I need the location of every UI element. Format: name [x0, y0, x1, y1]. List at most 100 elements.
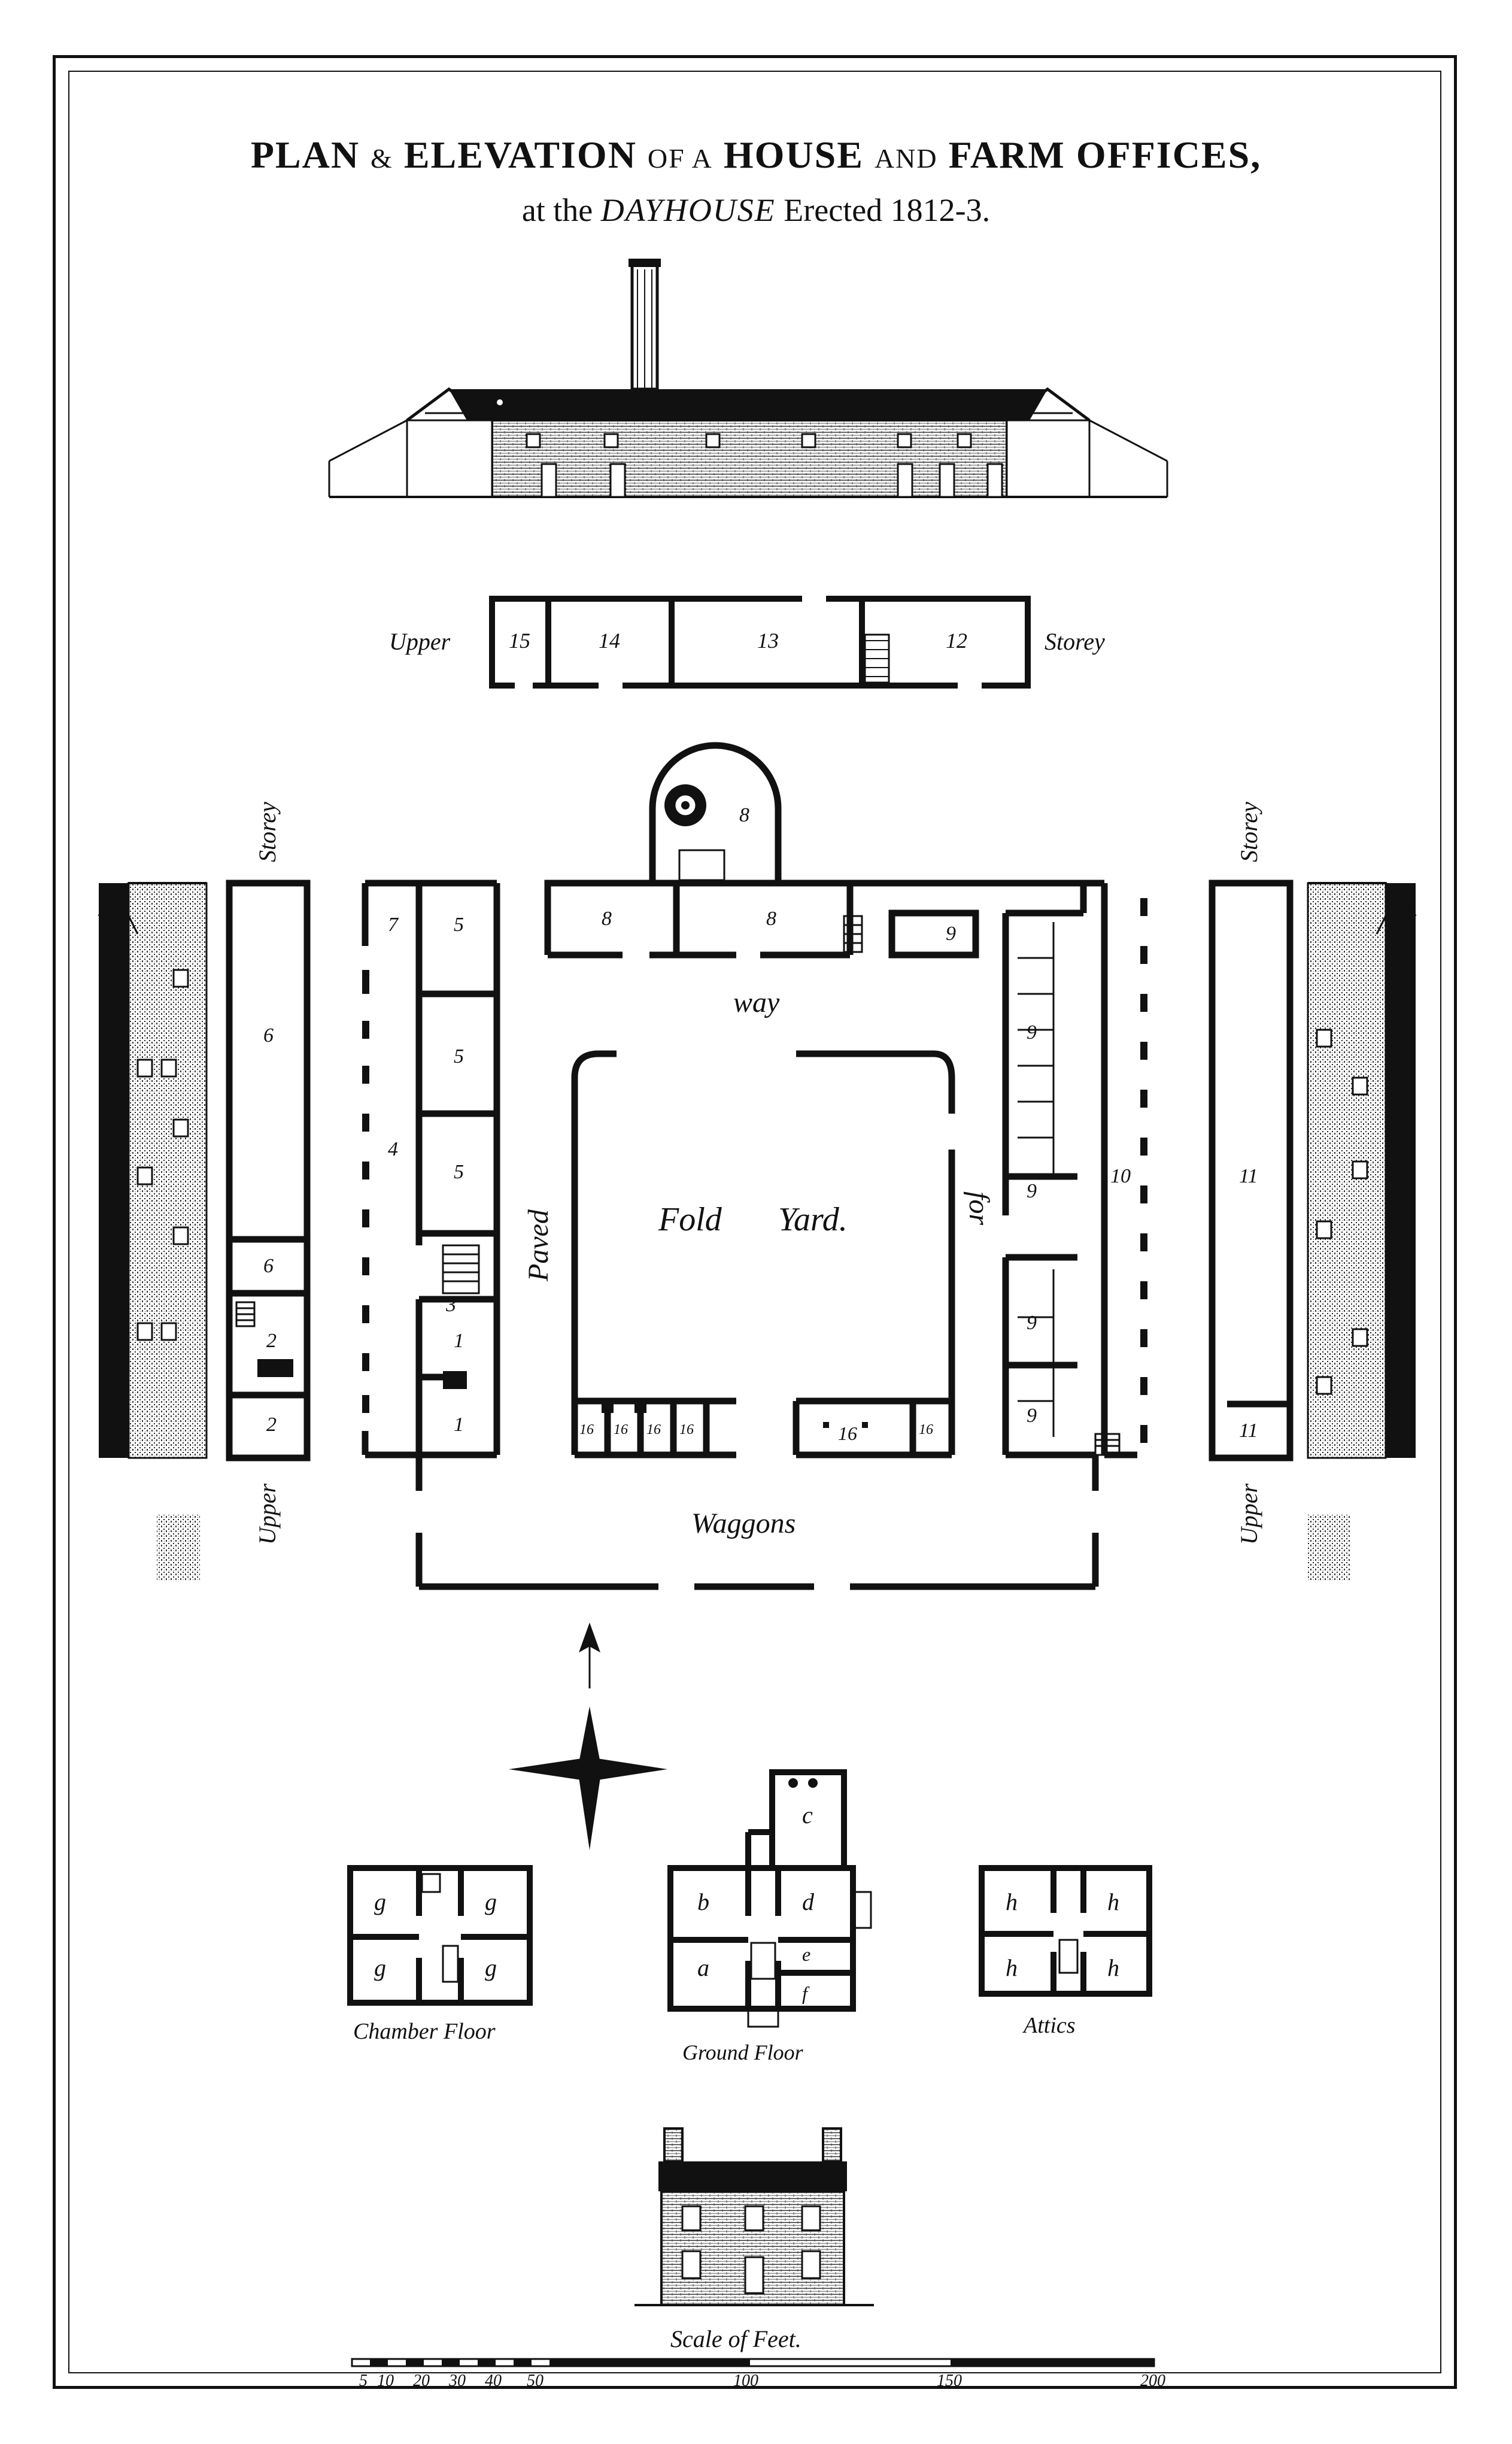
subtitle-place: DAYHOUSE	[600, 192, 776, 228]
scale-tick-50: 50	[527, 2372, 544, 2390]
scale-tick-150: 150	[937, 2372, 962, 2390]
scale-tick-10: 10	[377, 2372, 394, 2390]
title-and: AND	[874, 143, 938, 174]
ground-floor-detail	[788, 1778, 818, 1788]
label-upper-right: Upper	[1235, 1483, 1262, 1545]
upper-storey-windows	[515, 595, 982, 689]
room-9-b: 9	[1027, 1021, 1037, 1044]
upper-label-left: Upper	[389, 628, 451, 655]
room-5-c: 5	[454, 1161, 464, 1183]
room-16-5: 16	[838, 1423, 857, 1444]
room-16-2: 16	[614, 1422, 628, 1438]
room-9-e: 9	[1027, 1405, 1037, 1427]
scale-bar	[351, 2358, 1155, 2367]
ground-room-a: a	[697, 1954, 709, 1981]
left-side-elevation	[98, 882, 208, 1581]
ground-room-e: e	[802, 1943, 810, 1965]
page-subtitle: at the DAYHOUSE Erected 1812-3.	[0, 192, 1512, 229]
title-plan: PLAN	[250, 134, 360, 176]
chamber-floor-plan	[347, 1865, 533, 2006]
room-5-b: 5	[454, 1045, 464, 1068]
label-paved: Paved	[523, 1209, 554, 1282]
room-6-b: 6	[263, 1255, 274, 1277]
label-fold: Fold	[658, 1201, 722, 1238]
room-16-4: 16	[679, 1422, 694, 1438]
inner-border	[68, 71, 1441, 2373]
chamber-room-g-1: g	[374, 1888, 386, 1915]
ground-plan	[226, 742, 1294, 1590]
attics-label: Attics	[1022, 2013, 1076, 2038]
stairs	[235, 915, 1121, 1456]
attic-room-h-2: h	[1107, 1888, 1119, 1915]
label-storey-right: Storey	[1235, 802, 1262, 862]
farm-elevation	[328, 259, 1168, 498]
label-waggons: Waggons	[691, 1508, 796, 1539]
chamber-room-g-4: g	[485, 1954, 497, 1981]
subtitle-suffix: Erected 1812-3.	[784, 192, 991, 228]
room-15: 15	[509, 629, 530, 653]
room-16-1: 16	[579, 1422, 594, 1438]
upper-label-right: Storey	[1045, 628, 1105, 655]
house-elevation	[634, 2127, 874, 2306]
room-8-a: 8	[602, 908, 612, 930]
scale-tick-20: 20	[413, 2372, 430, 2390]
title-of-a: OF A	[647, 143, 713, 174]
room-14: 14	[599, 629, 620, 653]
chamber-floor-label: Chamber Floor	[353, 2019, 496, 2044]
room-1-b: 1	[454, 1414, 464, 1436]
room-16-6: 16	[919, 1422, 933, 1438]
room-11-a: 11	[1239, 1165, 1258, 1187]
ground-room-d: d	[802, 1888, 815, 1915]
scale-tick-200: 200	[1140, 2372, 1165, 2390]
title-elevation: ELEVATION	[403, 134, 637, 176]
ground-room-c: c	[802, 1802, 813, 1829]
title-amp: &	[371, 143, 393, 174]
attic-room-h-4: h	[1107, 1954, 1119, 1981]
room-4: 4	[388, 1138, 398, 1160]
room-8-round: 8	[739, 804, 749, 826]
title-farm-offices: FARM OFFICES,	[948, 134, 1262, 176]
room-10: 10	[1110, 1165, 1131, 1187]
ground-floor-plan	[667, 1769, 872, 2028]
shed-pillars	[362, 898, 1147, 1443]
chamber-room-g-3: g	[374, 1954, 386, 1981]
hearths	[257, 1359, 467, 1389]
label-yard: Yard.	[778, 1201, 848, 1238]
room-7: 7	[388, 914, 399, 936]
scale-label: Scale of Feet.	[670, 2325, 801, 2352]
room-3: 3	[445, 1294, 456, 1316]
scale-tick-30: 30	[448, 2372, 466, 2390]
ground-floor-label: Ground Floor	[682, 2040, 804, 2064]
compass-rose-icon	[509, 1623, 667, 1850]
room-11-b: 11	[1239, 1420, 1258, 1442]
room-1-a: 1	[454, 1330, 464, 1352]
title-house: HOUSE	[723, 134, 864, 176]
room-16-3: 16	[646, 1422, 661, 1438]
room-6-a: 6	[263, 1024, 274, 1047]
right-side-elevation	[1307, 882, 1417, 1581]
page-title: PLAN & ELEVATION OF A HOUSE AND FARM OFF…	[0, 133, 1512, 177]
room-9-a: 9	[946, 923, 956, 945]
room-9-c: 9	[1027, 1180, 1037, 1202]
room-8-b: 8	[766, 908, 776, 930]
ground-room-f: f	[802, 1982, 810, 2004]
ground-plan-openings	[736, 1042, 956, 1150]
room-2-a: 2	[266, 1330, 277, 1352]
label-for: for	[963, 1191, 995, 1225]
room-5-a: 5	[454, 914, 464, 936]
label-way: way	[733, 987, 780, 1018]
chamber-room-g-2: g	[485, 1888, 497, 1915]
label-upper-left: Upper	[254, 1483, 281, 1545]
attics-plan	[979, 1865, 1152, 1997]
scale-tick-100: 100	[733, 2372, 758, 2390]
room-9-d: 9	[1027, 1312, 1037, 1334]
outer-border	[53, 55, 1457, 2389]
label-storey-left: Storey	[254, 802, 281, 862]
room-2-b: 2	[266, 1414, 277, 1436]
room-13: 13	[757, 629, 779, 653]
scale-tick-40: 40	[485, 2372, 502, 2390]
ground-room-b: b	[697, 1888, 709, 1915]
subtitle-prefix: at the	[521, 192, 593, 228]
horse-wheel-icon	[664, 784, 725, 881]
attic-room-h-3: h	[1006, 1954, 1018, 1981]
